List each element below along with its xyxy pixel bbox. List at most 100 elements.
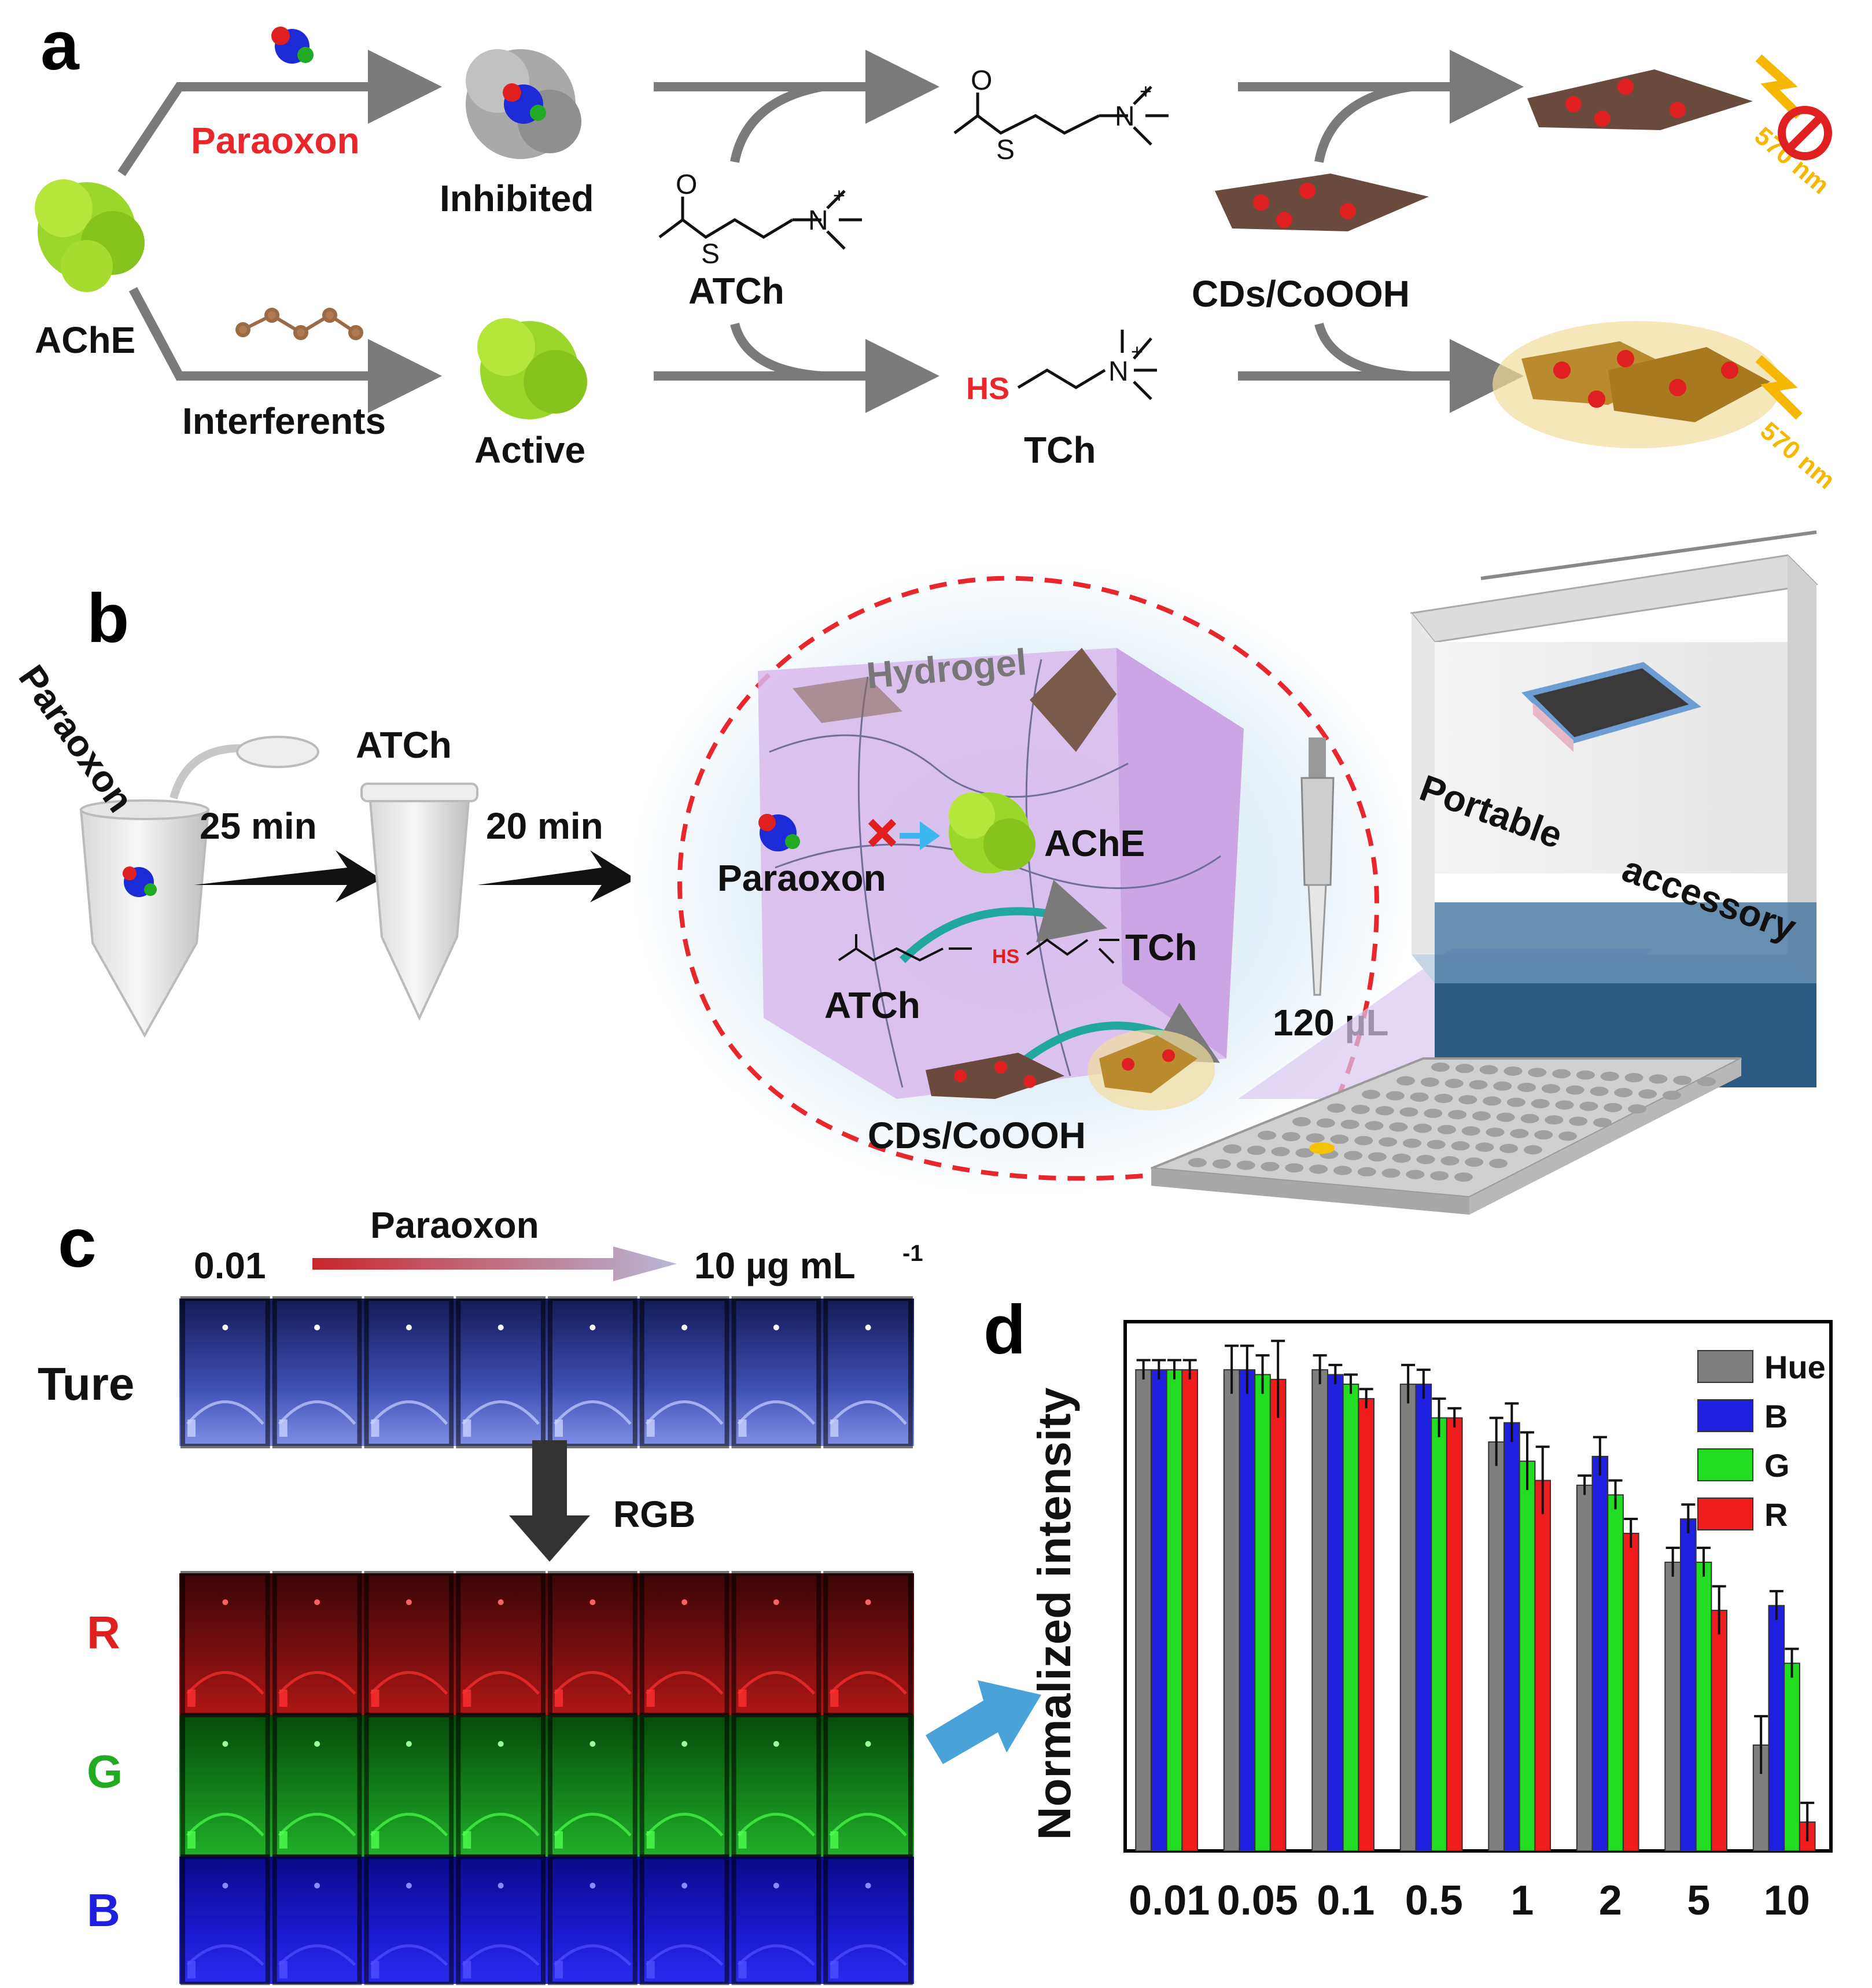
atch-tube [360, 783, 478, 1021]
cds-cooh-b-label: CDs/CoOOH [868, 1115, 1086, 1156]
plate-well [1590, 1086, 1609, 1096]
plate-well [1638, 1089, 1657, 1099]
strip-background [179, 1715, 914, 1857]
cuvette-highlight [314, 1883, 320, 1889]
plate-well [1545, 1115, 1564, 1125]
plate-well [1368, 1152, 1387, 1162]
plate-well [1285, 1163, 1304, 1173]
plate-well [1362, 1090, 1380, 1100]
plate-well [1281, 1132, 1300, 1142]
legend-label-g: G [1764, 1447, 1790, 1484]
bar-b-1 [1503, 1422, 1520, 1852]
cuvette-highlight [498, 1325, 504, 1330]
cuvette-meniscus [645, 1671, 724, 1695]
plate-well [1223, 1144, 1241, 1154]
interferents-label: Interferents [182, 400, 386, 442]
x-tick-label: 0.1 [1317, 1878, 1374, 1924]
atch-tube-label: ATCh [356, 724, 452, 766]
cuvette-meniscus [829, 1813, 907, 1836]
cuvette-highlight [865, 1741, 871, 1747]
plate-well [1565, 1085, 1584, 1095]
plate-well [1399, 1107, 1418, 1117]
plate-well [1188, 1158, 1207, 1167]
cuvette-reflection [371, 1419, 379, 1437]
active-label: Active [474, 429, 585, 471]
fluorescent-sheet-b [1088, 1030, 1215, 1111]
cuvette-meniscus [370, 1671, 448, 1695]
cuvette-reflection [646, 1961, 655, 1979]
plate-well [1520, 1113, 1539, 1123]
plate-well [1531, 1099, 1550, 1109]
cuvette-reflection [463, 1961, 471, 1979]
plate-well [1604, 1102, 1623, 1112]
tch-hs: HS [966, 371, 1009, 406]
cuvette-highlight [773, 1599, 779, 1605]
legend-swatch-b [1697, 1399, 1753, 1432]
plate-well [1649, 1074, 1668, 1084]
plate-well [1558, 1131, 1577, 1141]
cuvette [548, 1854, 637, 1986]
x-tick-label: 0.5 [1405, 1878, 1463, 1924]
x-tick-label: 0.05 [1217, 1878, 1298, 1924]
paraoxon-b-label: Paraoxon [717, 857, 886, 899]
plate-well [1236, 1160, 1255, 1170]
bar-b-0.01 [1150, 1369, 1167, 1852]
atch-structure-b [838, 934, 972, 962]
plate-well [1406, 1170, 1425, 1179]
plate-well [1486, 1127, 1505, 1137]
x-tick-label: 0.01 [1129, 1878, 1210, 1924]
cuvette-highlight [498, 1741, 504, 1747]
plate-well [1504, 1066, 1523, 1076]
cuvette-highlight [681, 1883, 688, 1889]
plate-well [1340, 1119, 1359, 1129]
plate-well [1424, 1108, 1443, 1118]
cuvette-reflection [279, 1419, 288, 1437]
fluorescent-sheet [1493, 321, 1782, 448]
plate-well [1295, 1148, 1314, 1158]
cuvette-meniscus [462, 1671, 540, 1695]
cuvette-highlight [406, 1883, 412, 1889]
cuvette-highlight [681, 1741, 688, 1747]
cuvette-reflection [646, 1419, 655, 1437]
plate-well [1499, 1144, 1519, 1153]
plate-well [1351, 1104, 1370, 1114]
cuvette-reflection [555, 1961, 563, 1979]
cuvette-meniscus [278, 1813, 356, 1836]
plate-well [1430, 1171, 1449, 1181]
panel-b-letter: b [87, 580, 129, 657]
plate-well [1431, 1063, 1450, 1072]
legend-label-r: R [1764, 1496, 1788, 1533]
cuvette-meniscus [186, 1671, 264, 1695]
plate-well [1333, 1165, 1352, 1175]
bar-g-0.5 [1431, 1417, 1447, 1851]
plate-well [1475, 1142, 1494, 1152]
cuvette [639, 1854, 729, 1986]
cuvette-highlight [865, 1599, 871, 1605]
cuvette-highlight [865, 1883, 871, 1889]
bar-b-0.5 [1415, 1384, 1432, 1852]
active-enzyme [477, 318, 587, 419]
cuvette-highlight [865, 1325, 871, 1330]
true-row-label: Ture [38, 1358, 134, 1410]
plate-well [1365, 1121, 1384, 1131]
bar-r-2 [1622, 1533, 1639, 1851]
cuvette-meniscus [186, 1944, 264, 1966]
cuvette-meniscus [645, 1400, 724, 1425]
quenched-sheet [1527, 69, 1753, 130]
top-cds-merge [1314, 82, 1413, 163]
cuvette-highlight [222, 1883, 229, 1889]
legend-label-b: B [1764, 1398, 1788, 1434]
plate-well [1458, 1095, 1477, 1105]
cuvette-highlight [406, 1599, 412, 1605]
cuvette-reflection [187, 1831, 196, 1849]
atch-structure-middle [658, 190, 862, 250]
tch-b-hs: HS [992, 946, 1019, 968]
plate-well [1434, 1093, 1453, 1103]
plate-well [1344, 1150, 1363, 1160]
cuvette-highlight [589, 1599, 596, 1605]
atch-s-top: S [996, 135, 1015, 165]
cuvette-highlight [406, 1741, 412, 1747]
plate-well [1552, 1069, 1571, 1079]
bar-b-10 [1768, 1605, 1785, 1851]
tch-plus: + [1131, 340, 1143, 363]
